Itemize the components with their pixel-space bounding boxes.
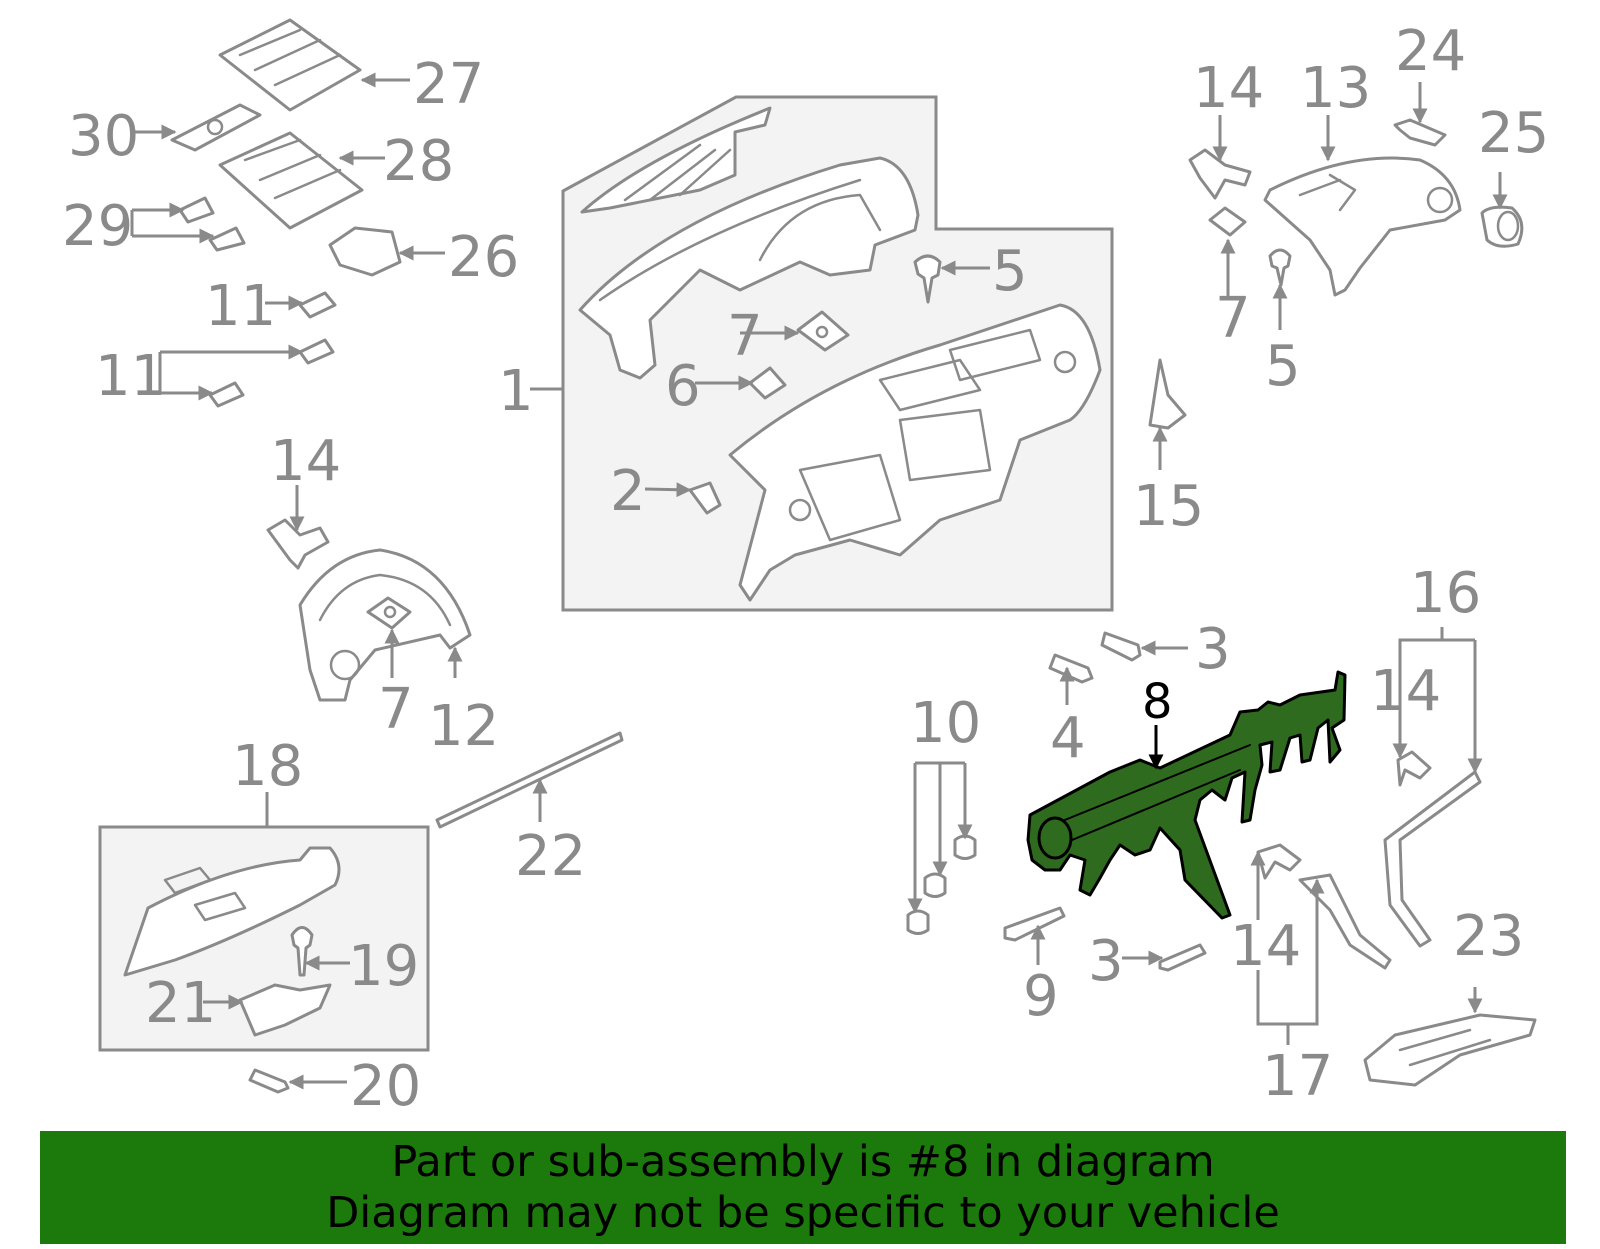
callout-11b: 11 [95,344,166,409]
bolt-3-bottom [1158,943,1207,972]
bolt-3-top [1100,631,1142,662]
callout-5b: 5 [1265,334,1301,399]
callout-5a: 5 [992,239,1028,304]
callout-29: 29 [62,194,133,259]
callout-11a: 11 [205,274,276,339]
notice-banner: Part or sub-assembly is #8 in diagram Di… [40,1131,1566,1244]
part-11-a [298,291,337,319]
steering-column-mount [1037,816,1073,860]
callout-21: 21 [145,971,216,1036]
callout-7c: 7 [1215,286,1251,351]
callout-26: 26 [448,225,519,290]
callout-9: 9 [1023,964,1059,1029]
latch-21-part [238,983,332,1037]
clip-7-part [796,310,850,352]
strip-22-part [435,731,624,829]
callout-14b: 14 [1193,56,1264,121]
callout-27: 27 [413,52,484,117]
top-left-parts [170,18,402,408]
glovebox-group [98,731,624,1094]
trim-15-part [1148,358,1187,430]
bushing-25-part [1480,205,1524,248]
bracket-16-part [1383,770,1482,948]
part-29-a [178,196,215,224]
callout-7a: 7 [727,304,763,369]
tray-23-part [1363,1013,1537,1087]
right-side-parts [906,631,1537,1087]
nut-6-part [748,366,787,400]
highlighted-part-8[interactable] [1026,670,1347,920]
callout-14d: 14 [1230,914,1301,979]
callout-3a: 3 [1195,617,1231,682]
nut-10-b [923,872,947,898]
callout-16: 16 [1410,561,1481,626]
screw-5-topright [1268,248,1292,287]
callout-14a: 14 [270,429,341,494]
callout-19: 19 [348,934,419,999]
clip-24-part [1393,118,1447,147]
callout-2: 2 [610,459,646,524]
clip-7-topright [1208,206,1247,237]
callout-3b: 3 [1088,929,1124,994]
callout-25: 25 [1478,101,1549,166]
nut-10-c [906,909,930,935]
callout-24: 24 [1395,19,1466,84]
part-26 [328,226,402,277]
part-29-b [208,226,246,252]
bracket-14-right [1396,750,1432,787]
callout-7b: 7 [378,677,414,742]
bumper-19-part [290,926,314,977]
callout-22: 22 [515,824,586,889]
callout-23: 23 [1453,904,1524,969]
callout-10: 10 [910,691,981,756]
callout-6: 6 [665,354,701,419]
callout-12: 12 [428,694,499,759]
dash-panel-part [728,303,1102,602]
cover-13-part [1263,156,1462,297]
bracket-17-a [1256,843,1302,880]
callout-18: 18 [232,734,303,799]
callout-labels: 1 2 6 7 5 27 30 28 29 26 11 11 14 7 12 1… [62,19,1549,1119]
clip-2-part [688,481,722,515]
upper-pad-part [578,156,920,380]
clip-14-topright [1188,148,1252,200]
glovebox-group-box [98,825,430,1052]
defroster-vent-part [580,106,772,214]
part-11-c [208,381,245,408]
part-11-b [298,338,335,365]
top-right-parts [1148,118,1524,430]
callout-8-highlighted: 8 [1142,674,1173,730]
part-28 [218,131,364,230]
callout-15: 15 [1133,474,1204,539]
banner-line-2: Diagram may not be specific to your vehi… [326,1188,1280,1238]
callout-1: 1 [498,359,534,424]
callout-4: 4 [1050,706,1086,771]
callout-14c: 14 [1370,659,1441,724]
cross-car-beam-part[interactable] [1026,670,1347,920]
clip-7-left [366,596,412,630]
callout-17: 17 [1262,1044,1333,1109]
banner-line-1: Part or sub-assembly is #8 in diagram [391,1137,1215,1187]
bolt-20-part [248,1068,290,1094]
callout-20: 20 [350,1054,421,1119]
nut-10-a [953,834,977,860]
left-mid-parts [266,518,472,702]
screw-5-part [913,254,942,304]
part-27 [218,18,362,112]
instrument-panel-assembly-group [561,95,1114,612]
bolt-4-part [1048,653,1094,684]
callout-30: 30 [68,104,139,169]
leader-lines [130,72,1508,1090]
bolt-9-part [1003,906,1066,942]
callout-28: 28 [383,129,454,194]
callout-13: 13 [1300,56,1371,121]
bracket-17-b [1298,873,1392,970]
part-30 [170,103,262,152]
